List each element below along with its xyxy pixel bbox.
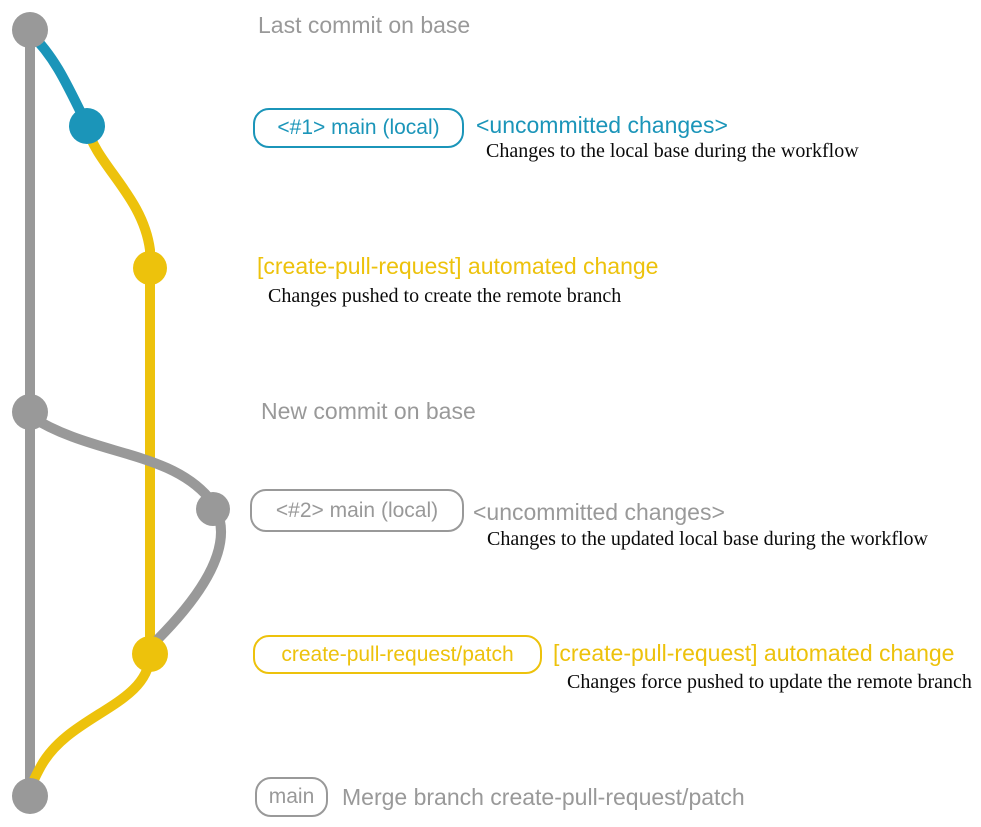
commit-graph — [12, 12, 230, 814]
commit-node-local-2 — [196, 492, 230, 526]
merge-commit-label: Merge branch create-pull-request/patch — [342, 784, 745, 810]
branch-badge-create-pull-request-patch: create-pull-request/patch — [253, 635, 542, 674]
commit-node-remote-2 — [132, 636, 168, 672]
commit-node-new-base — [12, 394, 48, 430]
commit-description-1: Changes to the local base during the wor… — [486, 140, 859, 162]
annotation-new-commit: New commit on base — [261, 398, 476, 424]
commit-description-2: Changes pushed to create the remote bran… — [268, 285, 622, 307]
commit-node-local-1 — [69, 108, 105, 144]
branch-badge-main-local-2: <#2> main (local) — [250, 489, 464, 532]
commit-heading-uncommitted-1: <uncommitted changes> — [476, 112, 728, 138]
commit-node-last-base — [12, 12, 48, 48]
commit-node-remote-1 — [133, 251, 167, 285]
commit-heading-automated-1: [create-pull-request] automated change — [257, 253, 659, 279]
commit-node-merge — [12, 778, 48, 814]
local-change-line-1 — [25, 28, 91, 128]
commit-description-4: Changes force pushed to update the remot… — [567, 671, 972, 693]
branch-badge-main-local-1: <#1> main (local) — [253, 108, 464, 148]
commit-heading-automated-2: [create-pull-request] automated change — [553, 640, 955, 666]
merge-line — [25, 651, 155, 799]
annotation-last-commit: Last commit on base — [258, 12, 471, 38]
branch-badge-main: main — [255, 777, 328, 817]
commit-description-3: Changes to the updated local base during… — [487, 528, 928, 550]
commit-heading-uncommitted-2: <uncommitted changes> — [473, 499, 725, 525]
updated-base-change-line — [25, 411, 226, 649]
remote-branch-line — [82, 122, 155, 659]
